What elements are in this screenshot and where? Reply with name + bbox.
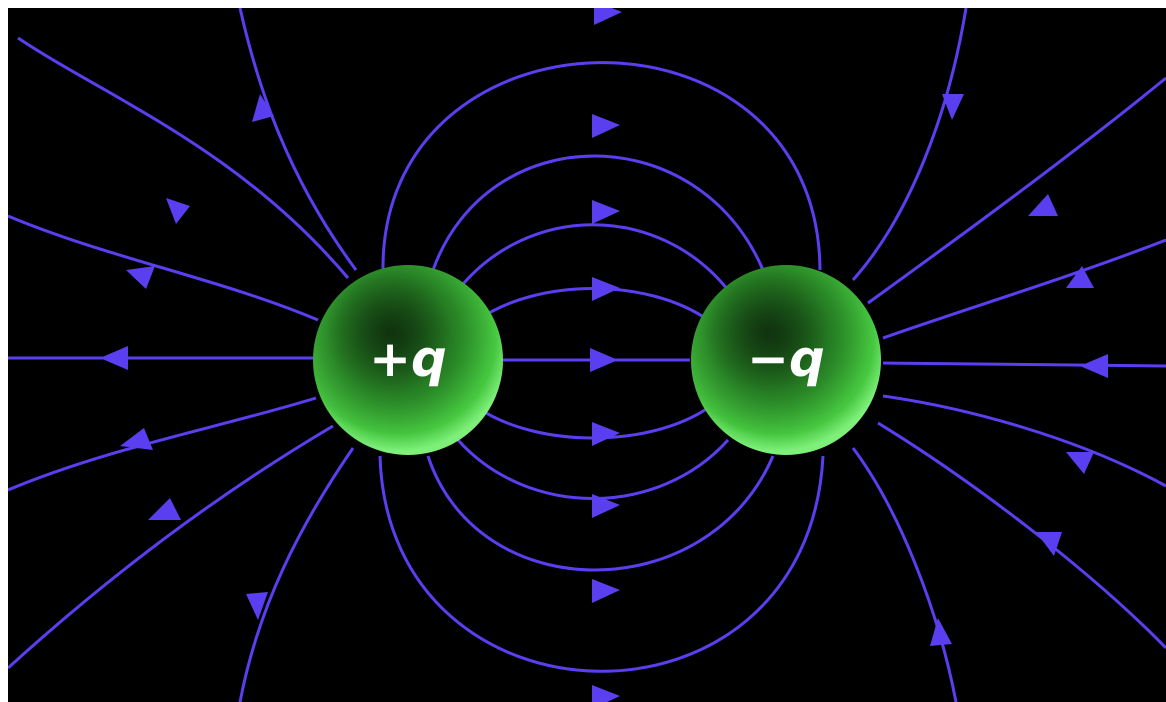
arrowhead: [166, 198, 190, 224]
arrowhead: [930, 618, 952, 646]
electric-dipole-field-diagram: +q −q: [8, 8, 1166, 702]
arrowhead: [252, 94, 274, 122]
arrowhead: [592, 200, 620, 224]
field-line-arc-top-3: [431, 154, 765, 271]
field-line-axis-right: [882, 361, 1166, 368]
arrowhead: [592, 685, 620, 702]
arrowhead: [246, 592, 268, 620]
arrowhead: [148, 498, 181, 520]
negative-charge-label: −q: [747, 330, 825, 388]
field-line-arc-top-2: [456, 223, 730, 291]
field-line-left-5: [8, 424, 334, 670]
positive-charge: +q: [313, 265, 503, 455]
field-line-right-2: [867, 76, 1166, 305]
field-line-right-6: [851, 447, 958, 702]
field-direction-arrows: [100, 8, 1108, 702]
positive-charge-label: +q: [369, 330, 447, 388]
arrowhead: [1066, 266, 1094, 288]
field-line-arc-bottom-4: [378, 455, 825, 673]
arrowhead: [592, 422, 620, 446]
arrowhead: [1036, 532, 1062, 556]
arrowhead: [100, 346, 128, 370]
arrowhead: [592, 579, 620, 603]
arrowhead: [126, 266, 155, 289]
field-line-left-1: [17, 36, 350, 279]
field-line-right-4: [882, 394, 1166, 488]
arrowhead: [1028, 194, 1058, 216]
arrowhead: [592, 494, 620, 518]
field-line-right-5: [877, 421, 1166, 650]
arrowhead: [592, 277, 620, 301]
field-line-arc-top-4: [381, 61, 822, 274]
field-line-left-3: [8, 214, 319, 322]
arrowhead: [942, 94, 964, 120]
field-line-arc-bottom-2: [456, 438, 730, 500]
field-line-right-1: [851, 8, 968, 281]
field-line-right-3: [882, 238, 1166, 340]
field-line-arc-bottom-3: [426, 455, 775, 572]
arrowhead: [120, 428, 153, 450]
field-lines: [8, 8, 1166, 702]
negative-charge: −q: [691, 265, 881, 455]
arrowhead: [594, 8, 622, 25]
arrowhead: [1080, 354, 1108, 378]
arrowhead: [1066, 452, 1094, 474]
arrowhead: [590, 348, 618, 372]
field-lines-canvas: +q −q: [8, 8, 1166, 702]
field-line-left-6: [238, 447, 355, 702]
arrowhead: [592, 114, 620, 138]
field-line-left-4: [8, 396, 317, 492]
field-line-left-2: [238, 8, 358, 271]
